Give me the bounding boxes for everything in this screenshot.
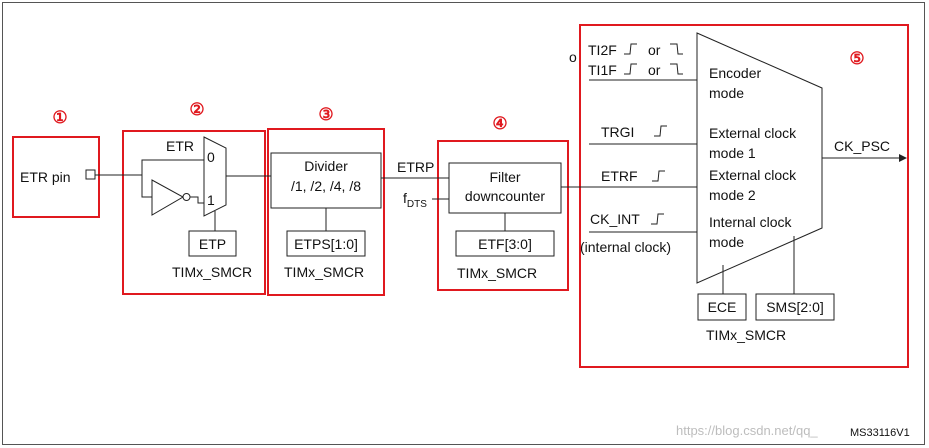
section-box-1 — [12, 136, 100, 218]
rising-edge-icon — [624, 43, 637, 55]
etr-pin-square — [85, 169, 96, 180]
internal-clock-mode-line2: mode — [709, 234, 744, 250]
ext-clock-mode1-line2: mode 1 — [709, 145, 756, 161]
figure-id: MS33116V1 — [850, 427, 910, 439]
internal-clock-mode-line1: Internal clock — [709, 214, 792, 230]
mux-register-label: TIMx_SMCR — [172, 264, 252, 280]
etps-label: ETPS[1:0] — [294, 236, 358, 252]
filter-title: Filter — [489, 169, 520, 185]
ck-int-label: CK_INT — [590, 211, 640, 227]
filter-register-label: TIMx_SMCR — [457, 265, 537, 281]
wire-pin-to-mux — [95, 159, 204, 204]
etf-box — [455, 230, 555, 257]
inverter-symbol — [151, 179, 185, 216]
sms-box — [755, 293, 835, 321]
etrf-label: ETRF — [601, 168, 638, 184]
falling-edge-icon — [670, 43, 683, 55]
section-box-5 — [579, 24, 909, 368]
or-prefix: o — [569, 49, 577, 65]
inverter-bubble — [182, 193, 191, 201]
etps-box — [286, 230, 366, 257]
ece-label: ECE — [708, 299, 737, 315]
ck-psc-label: CK_PSC — [834, 138, 890, 154]
divider-ratios: /1, /2, /4, /8 — [291, 178, 361, 194]
ti1f-or: or — [648, 62, 661, 78]
ext-clock-mode2-line1: External clock — [709, 167, 797, 183]
rising-edge-icon — [651, 213, 664, 225]
filter-box — [448, 162, 562, 214]
ext-clock-mode1-line1: External clock — [709, 125, 797, 141]
section-box-2 — [122, 130, 266, 295]
rising-edge-icon — [652, 170, 665, 182]
ext-clock-mode2-line2: mode 2 — [709, 187, 756, 203]
fdts-label: fDTS — [403, 190, 427, 210]
section-box-3 — [267, 128, 385, 296]
ece-box — [697, 293, 747, 321]
trgi-label: TRGI — [601, 124, 634, 140]
mux-input-0: 0 — [207, 149, 215, 165]
divider-register-label: TIMx_SMCR — [284, 264, 364, 280]
etrp-label: ETRP — [397, 159, 434, 175]
section-box-4 — [437, 140, 569, 291]
divider-title: Divider — [304, 158, 348, 174]
section-number-2: ② — [189, 100, 204, 119]
sms-label: SMS[2:0] — [766, 299, 824, 315]
clock-mode-selector — [696, 32, 823, 284]
etp-box — [188, 230, 237, 257]
mux-input-1: 1 — [207, 192, 215, 208]
etr-pin-label: ETR pin — [20, 169, 71, 185]
ti2f-label: TI2F — [588, 42, 617, 58]
watermark-text: https://blog.csdn.net/qq_ — [676, 423, 818, 438]
etf-label: ETF[3:0] — [478, 236, 532, 252]
edge-icons — [624, 43, 683, 225]
section-number-5: ⑤ — [849, 49, 864, 68]
etp-label: ETP — [199, 236, 226, 252]
divider-box — [270, 152, 382, 209]
ti1f-label: TI1F — [588, 62, 617, 78]
etr-multiplexer — [203, 136, 227, 217]
encoder-mode-line2: mode — [709, 85, 744, 101]
selector-register-label: TIMx_SMCR — [706, 327, 786, 343]
encoder-mode-line1: Encoder — [709, 65, 761, 81]
section-number-1: ① — [52, 108, 67, 127]
ti2f-or: or — [648, 42, 661, 58]
selector-input-lines — [589, 79, 697, 233]
section-number-3: ③ — [318, 105, 333, 124]
filter-subtitle: downcounter — [465, 188, 546, 204]
rising-edge-icon — [624, 63, 637, 75]
mux-etr-label: ETR — [166, 138, 194, 154]
internal-clock-label: (internal clock) — [580, 239, 671, 255]
section-number-4: ④ — [492, 114, 507, 133]
rising-edge-icon — [654, 125, 667, 137]
falling-edge-icon — [670, 63, 683, 75]
